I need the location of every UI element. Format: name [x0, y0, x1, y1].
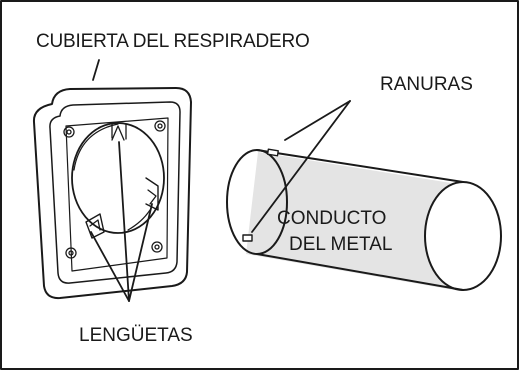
tabs-leader-2	[90, 231, 130, 302]
vent-cover-label: CUBIERTA DEL RESPIRADERO	[36, 31, 310, 52]
vent-cover-leader	[92, 59, 100, 81]
slots-leader-left	[251, 100, 351, 233]
duct-slot-top	[266, 148, 279, 157]
screw-holes	[63, 120, 166, 259]
metal-duct-illustration	[226, 148, 502, 291]
tabs-leader-1	[118, 141, 130, 302]
tabs-label: LENGÜETAS	[79, 325, 193, 346]
duct-slot-left	[242, 234, 253, 242]
metal-duct-label-line2: DEL METAL	[289, 234, 393, 255]
slots-label: RANURAS	[380, 74, 473, 95]
metal-duct-label-line1: CONDUCTO	[277, 208, 387, 229]
tabs-leader-3	[128, 203, 153, 302]
vent-cover-illustration	[32, 87, 192, 300]
slots-leader-top	[284, 100, 351, 141]
